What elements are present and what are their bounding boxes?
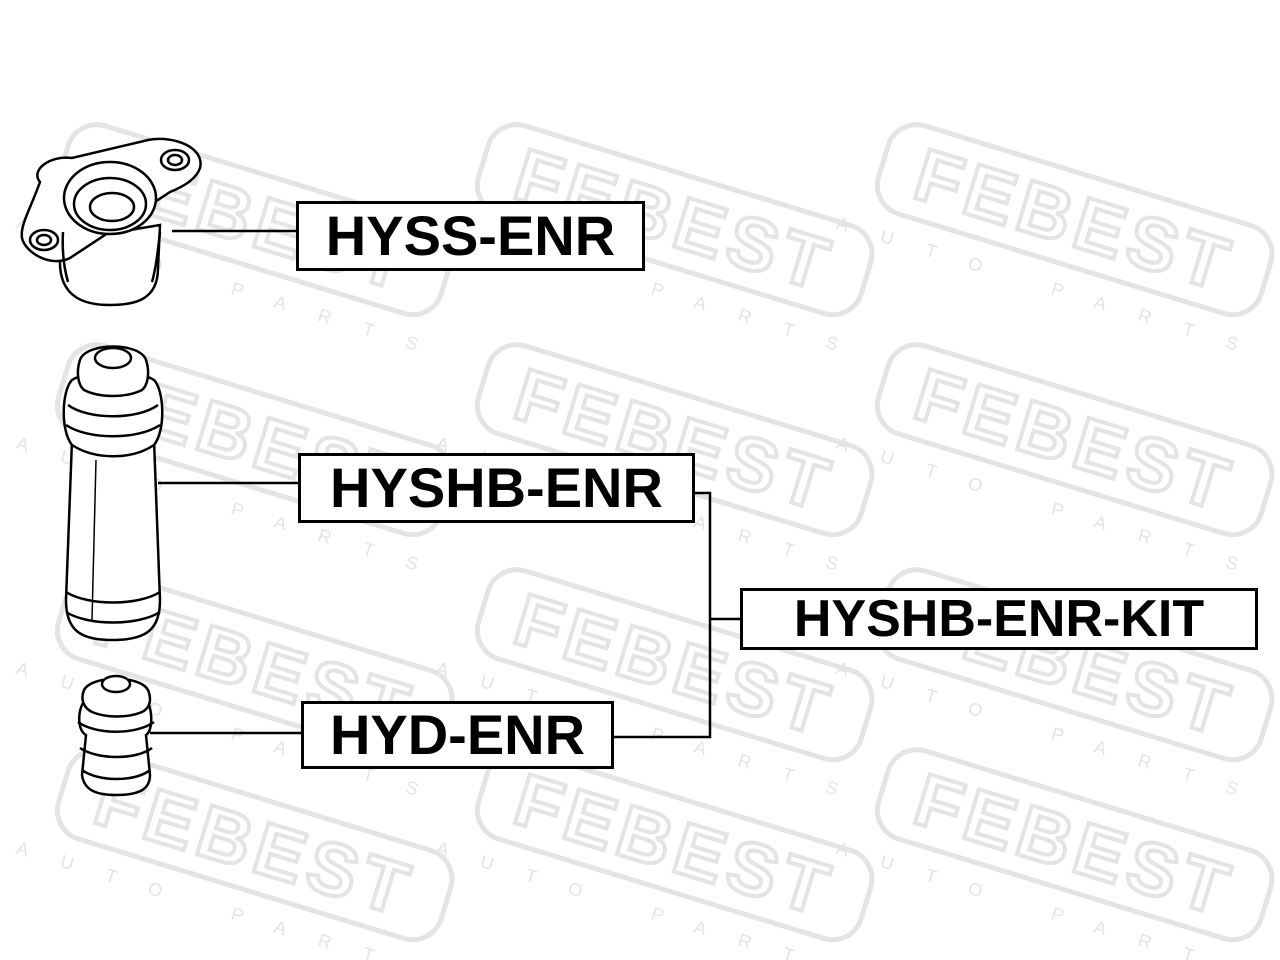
strut-top-mount-icon [20, 137, 202, 307]
bump-stop-icon [77, 674, 155, 797]
shock-dust-boot-icon [62, 345, 164, 642]
kit-label-hyshb-enr-kit: HYSHB-ENR-KIT [740, 588, 1258, 650]
part-label-hyd-enr: HYD-ENR [301, 701, 614, 769]
kit-bracket [614, 491, 712, 739]
part-label-hyshb-enr: HYSHB-ENR [298, 453, 695, 523]
watermark-brand-text: FEBEST [906, 353, 1244, 528]
part-label-hyss-enr: HYSS-ENR [296, 201, 645, 271]
watermark-brand-text: FEBEST [906, 133, 1244, 308]
leader-lines [150, 229, 740, 739]
